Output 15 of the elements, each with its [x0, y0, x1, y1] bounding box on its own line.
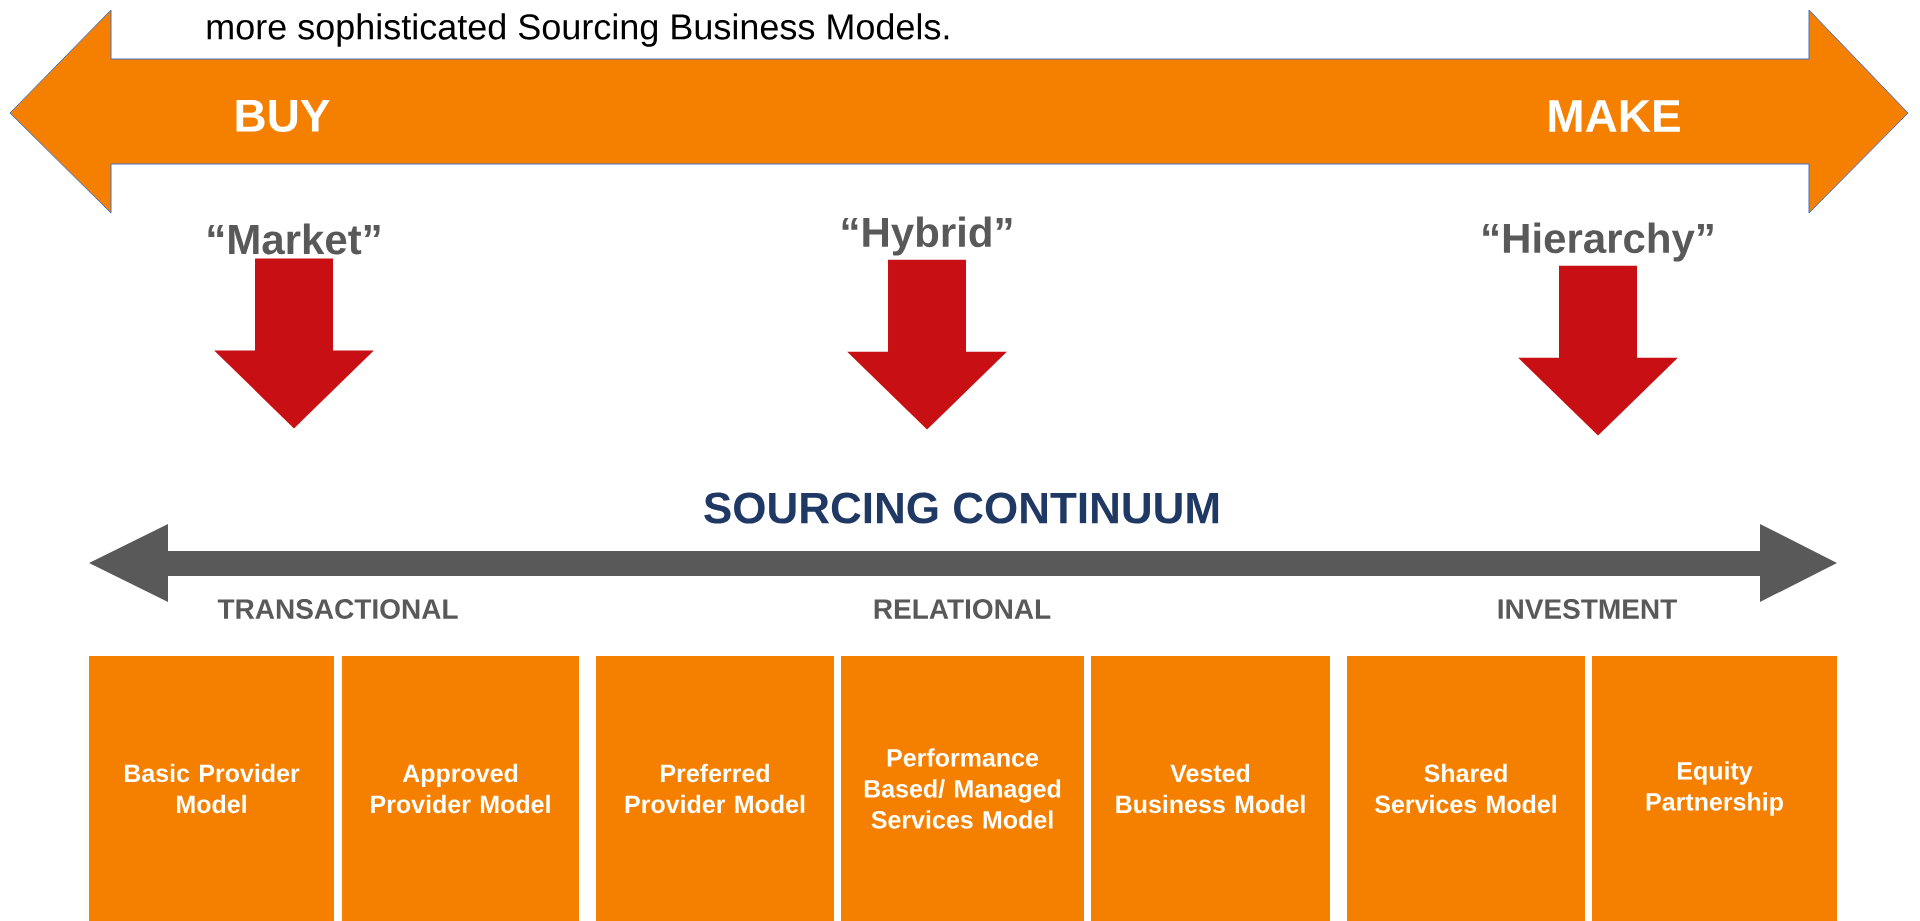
quoted-heading: “Market” — [208, 223, 380, 255]
heading: SOURCING CONTINUUM — [704, 492, 1219, 524]
quoted-heading: “Hierarchy” — [1483, 222, 1713, 262]
category-label: RELATIONAL — [874, 599, 1051, 619]
category-label: INVESTMENT — [1498, 599, 1677, 619]
model-box: Vested Business Model — [1091, 656, 1330, 921]
quoted-heading: “Hybrid” — [842, 216, 1012, 256]
model-box: Basic Provider Model — [89, 656, 334, 921]
model-box: Equity Partnership — [1592, 656, 1837, 921]
model-box: Approved Provider Model — [342, 656, 579, 921]
category-label: TRANSACTIONAL — [217, 599, 458, 619]
sentence: more sophisticated Sourcing Business Models. — [207, 13, 949, 47]
model-box: Preferred Provider Model — [596, 656, 834, 921]
model-box: Shared Services Model — [1347, 656, 1585, 921]
model-box: Performance Based/ Managed Services Model — [841, 656, 1084, 921]
